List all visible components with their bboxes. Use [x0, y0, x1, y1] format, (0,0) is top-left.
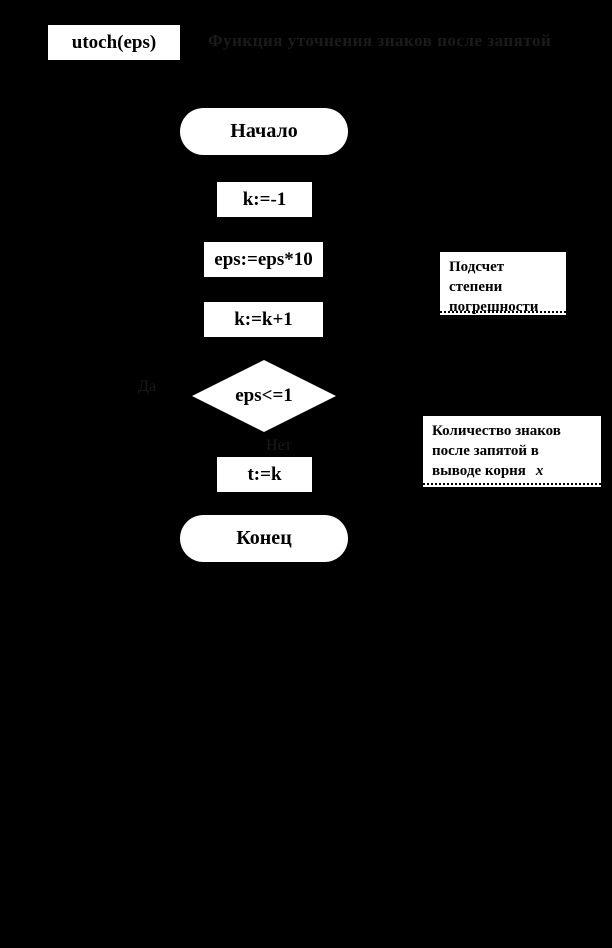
end-label: Конец	[236, 527, 292, 549]
comment-digits-after-comma: Количество знаков после запятой в выводе…	[423, 416, 601, 487]
assign-t-label: t:=k	[247, 463, 282, 485]
comment-variable: x	[535, 463, 544, 479]
comment-line: после запятой в	[432, 443, 539, 459]
comment-line: степени	[449, 279, 503, 295]
comment-line: Подсчет	[449, 259, 505, 275]
comment-line: Количество знаков	[432, 423, 561, 439]
decision-label: eps<=1	[235, 385, 293, 406]
start-label: Начало	[230, 120, 298, 142]
flowchart-node-start: Начало	[180, 108, 348, 155]
comment-error-degree: Подсчет степени погрешности	[440, 252, 566, 315]
comment-line: выводе корня x	[432, 461, 597, 481]
comment-line: погрешности	[449, 299, 539, 315]
flowchart-node-decision: eps<=1	[192, 360, 336, 432]
function-name-box: utoch(eps)	[48, 25, 180, 60]
flowchart-node-assign-eps: eps:=eps*10	[204, 242, 323, 277]
flowchart-node-end: Конец	[180, 515, 348, 562]
flowchart-node-assign-k-inc: k:=k+1	[204, 302, 323, 337]
assign-eps-label: eps:=eps*10	[214, 248, 313, 270]
function-name-label: utoch(eps)	[71, 31, 157, 53]
flowchart-node-assign-k-init: k:=-1	[217, 182, 312, 217]
branch-label-yes: Да	[138, 378, 157, 395]
assign-k-inc-label: k:=k+1	[234, 308, 293, 330]
branch-label-no: Нет	[266, 437, 292, 454]
flowchart-node-assign-t: t:=k	[217, 457, 312, 492]
comment-line-text: выводе корня	[432, 463, 526, 479]
assign-k-init-label: k:=-1	[242, 188, 287, 210]
page-title: Функция уточнения знаков после запятой	[208, 31, 552, 50]
